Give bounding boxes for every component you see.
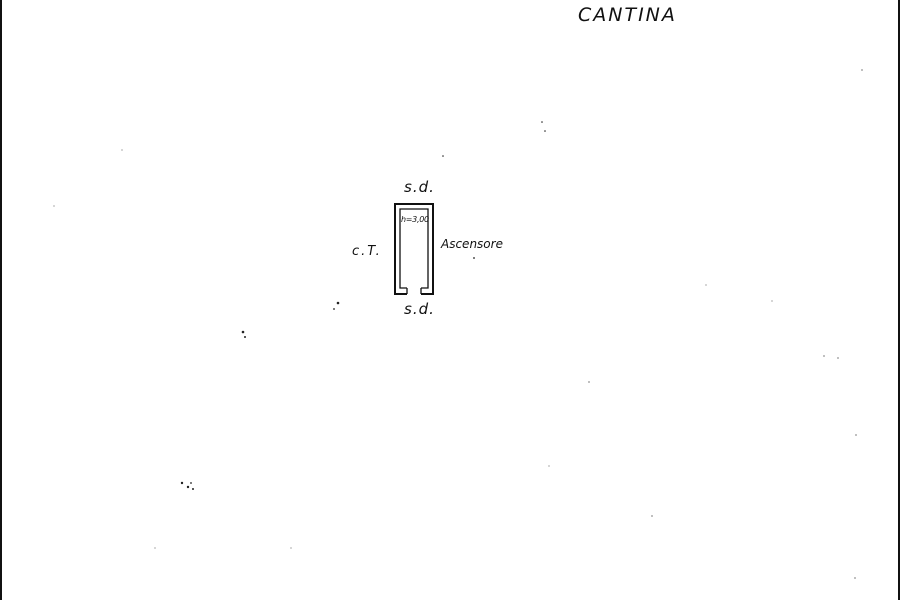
wall-label-top: s.d. [404, 178, 435, 196]
plan-title: CANTINA [578, 4, 677, 26]
shaft-inner-wall [399, 208, 429, 289]
side-label-left: c.T. [352, 244, 382, 259]
scan-speckles [53, 69, 863, 579]
shaft-outer-wall [394, 203, 434, 295]
room-height-label: h=3,00 [401, 215, 429, 224]
room-name-label: Ascensore [441, 237, 503, 251]
wall-label-bottom: s.d. [404, 300, 435, 318]
